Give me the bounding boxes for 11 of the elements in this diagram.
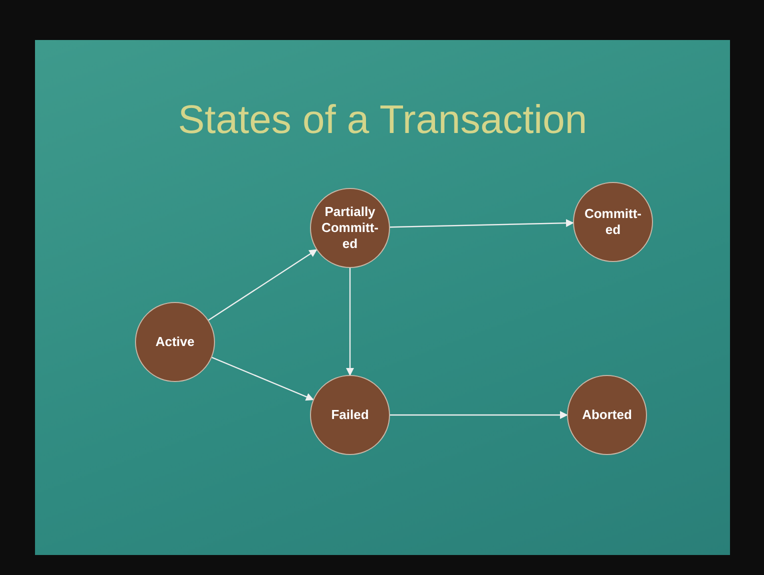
state-label: Aborted <box>581 406 633 424</box>
arrow <box>390 219 574 228</box>
title: States of a Transaction <box>176 98 588 143</box>
arrow <box>208 249 318 321</box>
state-label: Partially Committ- ed <box>320 204 380 252</box>
arrow <box>390 411 568 419</box>
state-label: Committ- ed <box>583 206 643 238</box>
state-label: Active <box>154 334 196 350</box>
arrow <box>212 356 314 401</box>
state-label: Failed <box>330 406 370 424</box>
arrow <box>346 268 354 376</box>
